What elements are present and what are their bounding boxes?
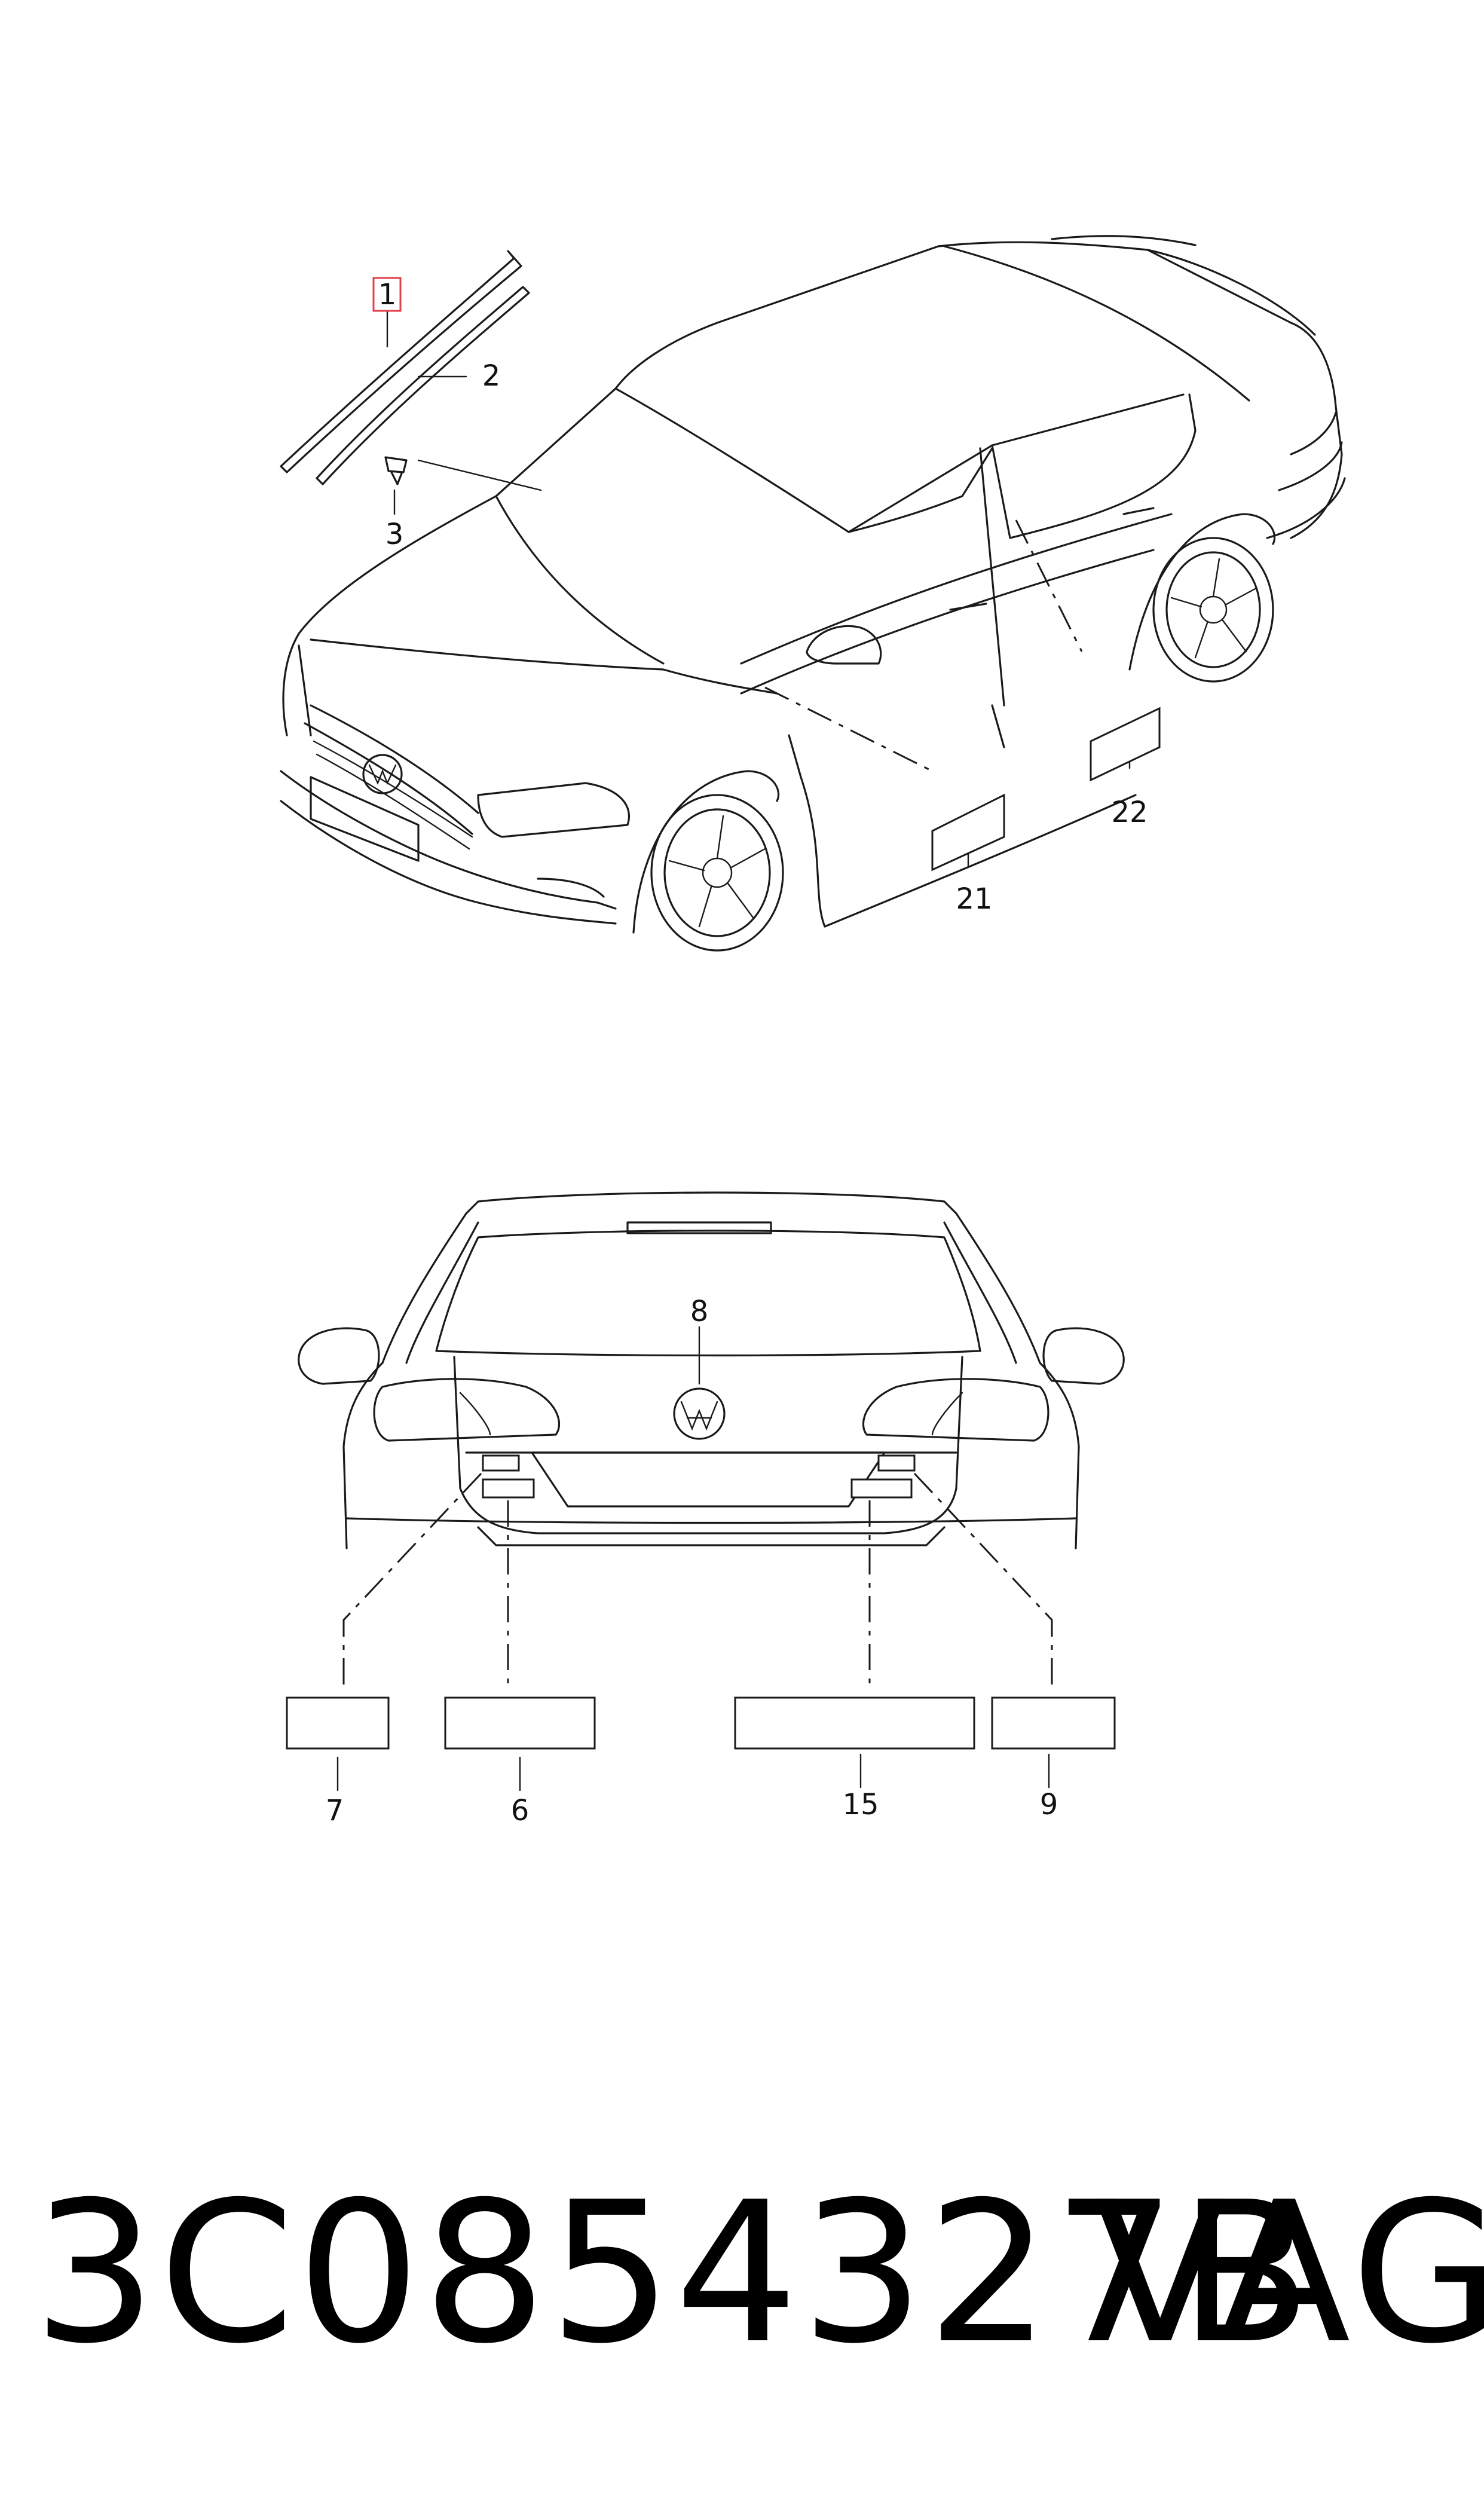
part-number: 3C0854327B [33, 2160, 1315, 2386]
callout-22[interactable]: 22 [1111, 796, 1148, 829]
label-22-shape [1090, 707, 1161, 782]
callout-7[interactable]: 7 [326, 1794, 344, 1827]
brand-name: VAG [1094, 2160, 1484, 2386]
callout-8[interactable]: 8 [690, 1295, 709, 1328]
sedan-front-view [280, 235, 1346, 952]
callout-9[interactable]: 9 [1040, 1788, 1058, 1821]
label-6-shape [444, 1696, 596, 1750]
callout-1-highlight-box [372, 277, 402, 312]
windshield-trim-strips [280, 250, 530, 485]
callout-6[interactable]: 6 [511, 1794, 530, 1827]
leaders-top [386, 310, 1131, 868]
part-footer: 3C0854327B VAG [0, 2146, 1484, 2397]
label-9-shape [991, 1696, 1116, 1750]
callout-3[interactable]: 3 [385, 518, 404, 551]
callout-2[interactable]: 2 [482, 359, 501, 393]
callout-15[interactable]: 15 [842, 1788, 879, 1821]
sedan-rear-view [298, 1191, 1125, 1549]
label-15-shape [734, 1696, 975, 1750]
label-7-shape [286, 1696, 390, 1750]
callout-1[interactable]: 1 [378, 278, 397, 311]
leaders-bottom [336, 1326, 1053, 1792]
callout-21[interactable]: 21 [956, 882, 992, 916]
label-21-shape [931, 793, 1005, 872]
